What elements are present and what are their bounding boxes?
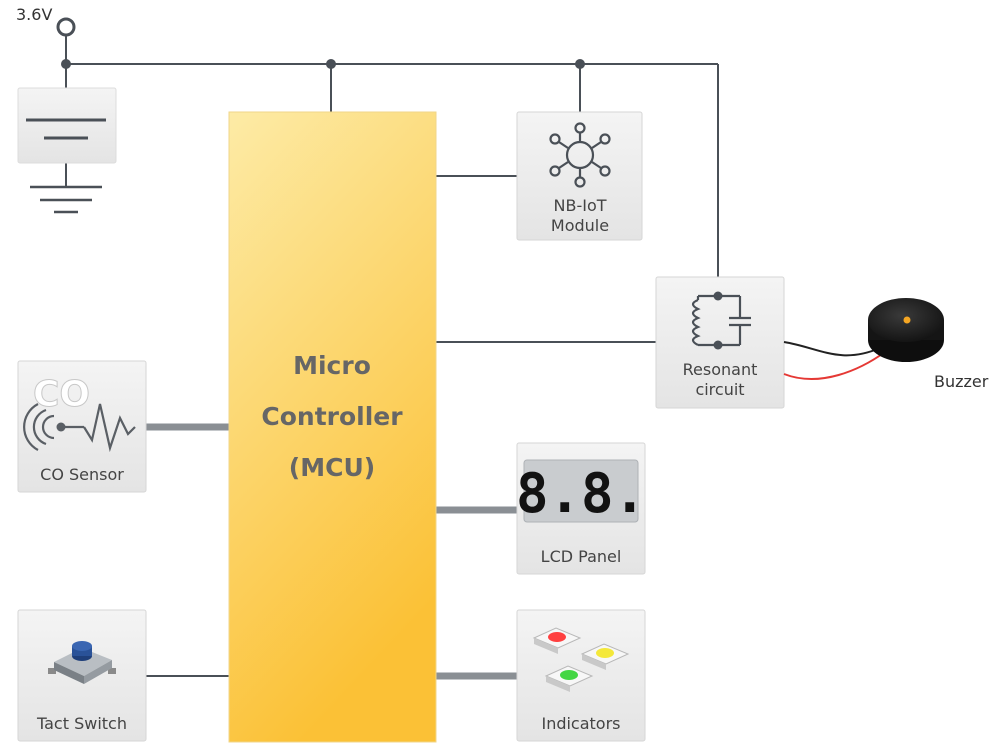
lc-tank-icon <box>691 294 751 347</box>
indicators-label: Indicators <box>541 714 620 733</box>
mcu-label-line-1: Micro <box>293 351 371 380</box>
led-yellow-icon <box>580 643 630 670</box>
mcu-block: Micro Controller (MCU) <box>228 111 437 743</box>
co-glyph: CO <box>33 374 90 415</box>
indicators-block: Indicators <box>516 609 646 742</box>
lcd-digits: 8.8. <box>516 462 646 525</box>
tact-switch-block: Tact Switch <box>17 609 147 742</box>
junction-nbiot <box>575 59 585 69</box>
buzzer-lead-black <box>783 341 881 357</box>
battery-block <box>17 87 117 164</box>
supply-terminal <box>56 17 76 37</box>
tact-switch-label: Tact Switch <box>36 714 127 733</box>
buses <box>146 423 518 680</box>
junction-battery <box>61 59 71 69</box>
sensor-dot <box>56 422 66 432</box>
nbiot-label-line-1: NB-IoT <box>554 196 607 215</box>
buzzer-lead-red <box>783 351 886 380</box>
lc-node-top <box>713 291 723 301</box>
nbiot-block: NB-IoT Module <box>516 111 643 241</box>
co-sensor-block: CO CO Sensor <box>17 360 147 493</box>
lcd-label: LCD Panel <box>541 547 622 566</box>
lc-node-bottom <box>713 340 723 350</box>
supply-voltage-label: 3.6V <box>16 5 52 24</box>
lcd-block: 8.8. LCD Panel <box>516 442 646 575</box>
mcu-label-line-3: (MCU) <box>289 453 375 482</box>
network-hub-icon <box>549 122 611 188</box>
mcu-label-line-2: Controller <box>261 402 403 431</box>
lcd-screen <box>523 459 639 523</box>
nbiot-label-line-2: Module <box>551 216 609 235</box>
buzzer-label: Buzzer <box>934 372 989 391</box>
co-sensor-label: CO Sensor <box>40 465 124 484</box>
led-green-icon <box>544 665 594 692</box>
junctions <box>61 59 585 69</box>
resonant-label-line-2: circuit <box>695 380 744 399</box>
buzzer-icon <box>868 298 944 362</box>
tact-switch-icon <box>48 641 116 684</box>
resonant-label-line-1: Resonant <box>683 360 758 379</box>
resonant-block: Resonant circuit <box>655 276 785 409</box>
ground-icon <box>30 185 102 214</box>
junction-mcu <box>326 59 336 69</box>
led-red-icon <box>532 627 582 654</box>
